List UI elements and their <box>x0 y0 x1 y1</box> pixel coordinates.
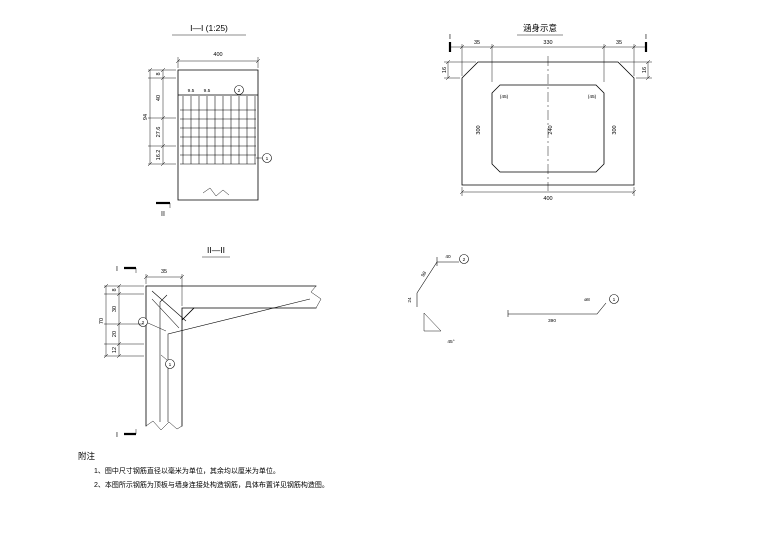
top-dimension-lines <box>175 57 261 68</box>
dim-label: 16 <box>442 67 448 73</box>
section-cut-label: I <box>116 432 118 439</box>
callout-leader <box>160 354 168 361</box>
dim-label-clear-height: 240 <box>548 125 554 134</box>
top-dimension-lines <box>143 274 185 306</box>
break-lines <box>145 285 322 431</box>
spacing-label: 9.5 <box>188 88 195 94</box>
break-line <box>202 187 230 197</box>
section-cut-label: I <box>449 34 451 41</box>
section-i-i-title: I—I (1:25) <box>190 23 228 33</box>
dim-label: 8 <box>156 72 162 75</box>
rebar-callout-bubble <box>459 254 469 264</box>
dim-label: 24 <box>407 297 413 303</box>
left-dimension-lines <box>103 283 144 359</box>
dim-label: 12 <box>112 347 118 353</box>
note-line-1: 1、图中尺寸钢筋直径以毫米为单位，其余均以厘米为单位。 <box>94 466 280 475</box>
notes-block: 附注 1、图中尺寸钢筋直径以毫米为单位，其余均以厘米为单位。 2、本图所示钢筋为… <box>78 451 329 489</box>
rebar-callout-bubble <box>138 317 148 327</box>
culvert-schematic: 涵身示意 35 330 35 I I 16 16 (45) (45) 300 3… <box>442 23 652 202</box>
straight-bar-shape <box>507 302 607 317</box>
section-i-i: I—I (1:25) 400 8 40 27.6 16.2 94 9.5 9.5… <box>143 23 272 218</box>
bar-diameter-label: ø8 <box>584 297 590 303</box>
rebar-callout-bubble <box>609 294 619 304</box>
dim-label-total: 94 <box>143 114 149 120</box>
dim-label: 98 <box>420 270 428 278</box>
rebar-callout-bubble <box>234 85 244 95</box>
culvert-opening-outline <box>491 84 605 173</box>
dim-label: 40 <box>156 95 162 101</box>
callout-leader <box>147 322 167 332</box>
section-ii-ii-title: II—II <box>207 245 225 255</box>
corner-outline <box>145 285 317 427</box>
dim-label: 8 <box>112 288 118 291</box>
notes-heading: 附注 <box>78 451 96 461</box>
left-dimension-lines <box>147 67 176 167</box>
left-dimension-lines <box>444 59 476 81</box>
bend-angle-label: 45° <box>447 339 454 345</box>
rebar-callout-bubble <box>165 359 175 369</box>
rebar-callout-2: 2 <box>463 257 466 263</box>
rebar-callout-bubble <box>262 153 272 163</box>
rebar-grid-horizontal <box>180 109 256 165</box>
rebar-lines <box>151 290 311 422</box>
section-cut-marks <box>448 42 648 52</box>
note-line-2: 2、本图所示钢筋为顶板与墙身连接处构造钢筋，具体布置详见钢筋构造图。 <box>94 480 329 489</box>
rebar-callout-1: 1 <box>169 362 172 368</box>
dim-label: 16 <box>642 67 648 73</box>
dim-label: 35 <box>474 40 480 46</box>
dim-label: 330 <box>543 40 552 46</box>
dim-label-bottom-width: 400 <box>543 196 552 202</box>
culvert-title: 涵身示意 <box>523 23 557 33</box>
dim-label: 20 <box>112 331 118 337</box>
bottom-dimension-lines <box>459 187 637 196</box>
section-cut-marks <box>124 266 136 436</box>
dim-label-top-width: 400 <box>213 52 222 58</box>
dim-label-wall-height: 300 <box>612 125 618 134</box>
dim-label-wall-height: 300 <box>476 125 482 134</box>
section-cut-label: I <box>116 266 118 273</box>
rebar-shape-detail-2: 2 40 98 24 45° <box>407 254 469 345</box>
section-outline <box>177 69 259 201</box>
dim-label-total: 70 <box>99 318 105 324</box>
rebar-shape-detail-1: 1 ø8 390 <box>507 294 619 324</box>
dim-label: 40 <box>445 254 451 260</box>
dim-label: 35 <box>616 40 622 46</box>
chamfer-label: (45) <box>588 94 597 100</box>
dim-label-wall-thickness: 35 <box>161 269 167 275</box>
dim-label: 30 <box>112 306 118 312</box>
section-cut-label: I <box>645 34 647 41</box>
rebar-grid-vertical <box>182 96 256 164</box>
rebar-callout-1: 1 <box>613 297 616 303</box>
culvert-outer-outline <box>461 61 635 186</box>
bend-slope-triangle <box>423 312 442 332</box>
dim-label: 16.2 <box>156 150 162 161</box>
rebar-callout-2: 2 <box>238 88 241 94</box>
top-dimension-lines <box>450 44 646 82</box>
spacing-label: 9.5 <box>204 88 211 94</box>
section-ii-ii: II—II 2 1 8 30 20 12 70 35 I I <box>99 245 322 439</box>
bar-length-label: 390 <box>548 318 556 324</box>
bent-bar-shape <box>416 257 459 307</box>
rebar-callout-1: 1 <box>266 156 269 162</box>
chamfer-label: (45) <box>500 94 509 100</box>
rebar-callout-2: 2 <box>142 320 145 326</box>
section-cut-label: II <box>161 211 165 218</box>
right-dimension-lines <box>620 59 652 81</box>
dim-label: 27.6 <box>156 127 162 138</box>
